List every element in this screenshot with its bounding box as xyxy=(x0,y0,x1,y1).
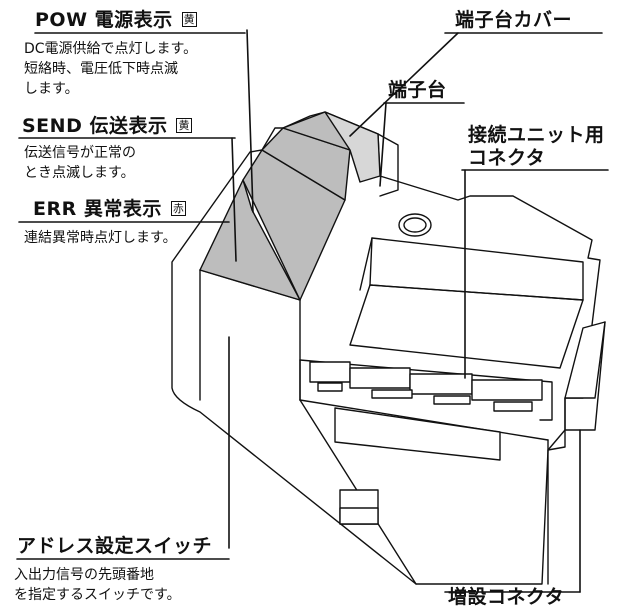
err-label: ERR 異常表示赤 xyxy=(33,198,187,221)
terminal-cover-label: 端子台カバー xyxy=(455,9,572,32)
err-color-badge: 赤 xyxy=(170,201,187,216)
unit-connector-label: 接続ユニット用 コネクタ xyxy=(468,124,605,170)
pow-label: POW 電源表示黄 xyxy=(35,9,198,32)
terminal-block-title: 端子台 xyxy=(388,79,447,101)
address-switch-desc-line: を指定するスイッチです。 xyxy=(14,587,181,603)
pow-desc-line: 短絡時、電圧低下時点滅 xyxy=(24,61,178,77)
pow-title: POW 電源表示 xyxy=(35,9,173,31)
device-body xyxy=(171,111,601,585)
led-panel xyxy=(199,111,379,301)
err-desc-line: 連結異常時点灯します。 xyxy=(24,230,177,246)
address-switch-description: 入出力信号の先頭番地 を指定するスイッチです。 xyxy=(14,565,181,605)
front-details xyxy=(334,407,501,525)
connector-row xyxy=(299,359,553,421)
send-label: SEND 伝送表示黄 xyxy=(22,115,192,138)
send-desc-line: とき点滅します。 xyxy=(24,165,135,181)
terminal-hole-inner xyxy=(403,217,427,233)
pow-description: DC電源供給で点灯します。 短絡時、電圧低下時点滅 します。 xyxy=(24,39,197,99)
err-description: 連結異常時点灯します。 xyxy=(24,228,177,248)
send-desc-line: 伝送信号が正常の xyxy=(24,145,136,161)
pow-desc-line: DC電源供給で点灯します。 xyxy=(24,41,198,57)
pow-color-badge: 黄 xyxy=(181,12,198,27)
terminal-cover-title: 端子台カバー xyxy=(455,9,573,31)
send-description: 伝送信号が正常の とき点滅します。 xyxy=(24,143,136,183)
expansion-connector-label: 増設コネクタ xyxy=(448,586,564,609)
send-title: SEND 伝送表示 xyxy=(22,115,168,137)
send-color-badge: 黄 xyxy=(176,118,192,133)
unit-connector-title-line: コネクタ xyxy=(468,147,546,169)
unit-connector-title-line: 接続ユニット用 xyxy=(468,124,605,146)
address-switch-label: アドレス設定スイッチ xyxy=(17,535,212,558)
inner-recess xyxy=(349,237,584,369)
terminal-cover xyxy=(324,111,399,197)
expansion-connector-title: 増設コネクタ xyxy=(448,586,565,608)
address-switch-desc-line: 入出力信号の先頭番地 xyxy=(14,567,154,583)
address-switch-title: アドレス設定スイッチ xyxy=(17,535,213,557)
leader-lines xyxy=(16,29,609,593)
terminal-block-label: 端子台 xyxy=(388,79,447,102)
err-title: ERR 異常表示 xyxy=(33,198,162,220)
pow-desc-line: します。 xyxy=(24,81,79,97)
